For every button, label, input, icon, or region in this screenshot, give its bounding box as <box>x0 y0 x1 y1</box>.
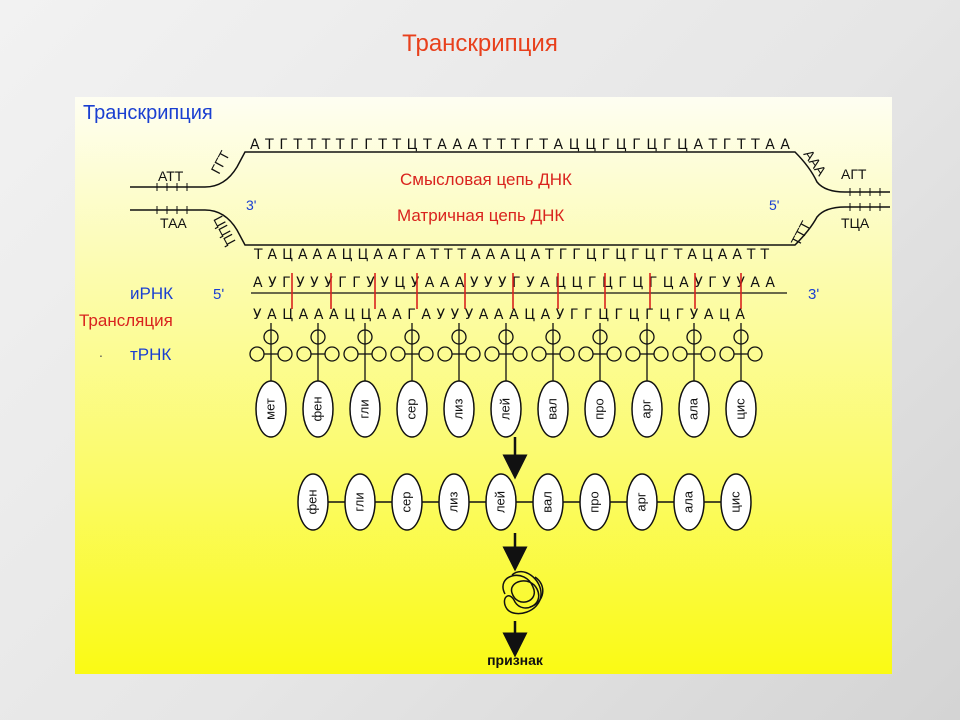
trna-cloverleaf <box>296 323 340 382</box>
amino-acid-pill: ала <box>673 473 705 531</box>
template-3prime-label: 3ʹ <box>246 197 256 213</box>
amino-acid-label: лей <box>492 491 507 513</box>
amino-acid-label: фен <box>304 489 319 514</box>
sense-strand-sequence: АТГТТТТГГТТЦТАААТТТГТАЦЦГЦГЦГЦАТГТТАА <box>250 137 790 153</box>
amino-acid-pill: вал <box>532 473 564 531</box>
amino-acid-label: сер <box>403 399 418 420</box>
right-bottom-codon: ТЦА <box>841 215 870 231</box>
amino-acid-row-1: мет фен гли сер лиз лей вал про арг ала цис <box>255 380 757 438</box>
amino-acid-pill: фен <box>297 473 329 531</box>
left-diag-bottom-codon: ЦЦЦ <box>210 213 239 249</box>
slide-title: Транскрипция <box>402 30 558 57</box>
mrna-label: иРНК <box>130 284 173 303</box>
amino-acid-row-2: фен гли сер лиз лей вал про арг ала цис <box>297 473 752 531</box>
trna-molecules <box>249 323 763 382</box>
protein-synthesis-diagram: Транскрипция АТТ ТАА ГГТ ЦЦЦ АГТ ТЦА ААА… <box>79 102 890 668</box>
amino-acid-label: цис <box>732 398 747 420</box>
trna-cloverleaf <box>249 323 293 382</box>
amino-acid-label: мет <box>262 398 277 420</box>
amino-acid-label: гли <box>356 399 371 418</box>
amino-acid-pill: лей <box>490 380 522 438</box>
trna-cloverleaf <box>343 323 387 382</box>
right-top-codon: АГТ <box>841 166 867 182</box>
amino-acid-label: сер <box>398 492 413 513</box>
amino-acid-pill: арг <box>626 473 658 531</box>
anticodon-sequence: УАЦАААЦЦААГАУУУАААЦАУГГЦГЦГЦГУАЦА <box>253 307 745 323</box>
dna-strands <box>130 151 890 246</box>
amino-acid-pill: про <box>584 380 616 438</box>
diagram-panel: Транскрипция АТТ ТАА ГГТ ЦЦЦ АГТ ТЦА ААА… <box>75 97 892 674</box>
amino-acid-pill: цис <box>720 473 752 531</box>
amino-acid-label: арг <box>633 492 648 511</box>
dna-base-ticks <box>156 183 881 214</box>
template-strand-sequence: ТАЦАААЦЦААГАТТТАААЦАТГГЦГЦГЦГТАЦААТТ <box>253 247 769 263</box>
right-diag-bottom-codon: ТТТ <box>788 218 814 249</box>
amino-acid-label: фен <box>309 396 324 421</box>
trna-cloverleaf <box>390 323 434 382</box>
amino-acid-pill: мет <box>255 380 287 438</box>
amino-acid-pill: сер <box>391 473 423 531</box>
amino-acid-label: про <box>591 398 606 420</box>
trna-label: тРНК <box>130 345 171 364</box>
trna-cloverleaf <box>531 323 575 382</box>
sense-strand-label: Смысловая цепь ДНК <box>400 170 572 189</box>
amino-acid-pill: арг <box>631 380 663 438</box>
diagram-heading: Транскрипция <box>83 102 213 124</box>
amino-acid-label: лиз <box>445 492 460 513</box>
amino-acid-pill: про <box>579 473 611 531</box>
result-trait-label: признак <box>487 652 544 668</box>
left-diag-top-codon: ГГТ <box>208 148 233 177</box>
trna-cloverleaf <box>625 323 669 382</box>
amino-acid-label: лиз <box>450 399 465 420</box>
stray-dot: . <box>99 344 103 360</box>
codon-dividers <box>291 273 742 309</box>
amino-acid-label: вал <box>544 398 559 420</box>
amino-acid-pill: ала <box>678 380 710 438</box>
mrna-3prime-label: 3ʹ <box>808 286 819 303</box>
amino-acid-label: ала <box>685 397 700 420</box>
amino-acid-label: цис <box>727 491 742 513</box>
amino-acid-pill: сер <box>396 380 428 438</box>
left-bottom-codon: ТАА <box>160 215 187 231</box>
amino-acid-pill: цис <box>725 380 757 438</box>
trna-cloverleaf <box>672 323 716 382</box>
amino-acid-label: лей <box>497 398 512 420</box>
template-5prime-label: 5ʹ <box>769 197 779 213</box>
amino-acid-label: вал <box>539 491 554 513</box>
template-strand-label: Матричная цепь ДНК <box>397 206 564 225</box>
amino-acid-label: ала <box>680 490 695 513</box>
folded-protein-icon <box>502 570 544 615</box>
left-top-codon: АТТ <box>158 168 184 184</box>
amino-acid-pill: лей <box>485 473 517 531</box>
amino-acid-label: про <box>586 491 601 513</box>
amino-acid-pill: гли <box>344 473 376 531</box>
amino-acid-pill: фен <box>302 380 334 438</box>
translation-label: Трансляция <box>79 311 173 330</box>
amino-acid-pill: лиз <box>438 473 470 531</box>
trna-cloverleaf <box>719 323 763 382</box>
trna-cloverleaf <box>578 323 622 382</box>
amino-acid-pill: гли <box>349 380 381 438</box>
amino-acid-label: гли <box>351 492 366 511</box>
amino-acid-pill: вал <box>537 380 569 438</box>
amino-acid-label: арг <box>638 399 653 418</box>
mrna-5prime-label: 5ʹ <box>213 286 224 303</box>
trna-cloverleaf <box>484 323 528 382</box>
trna-cloverleaf <box>437 323 481 382</box>
amino-acid-pill: лиз <box>443 380 475 438</box>
